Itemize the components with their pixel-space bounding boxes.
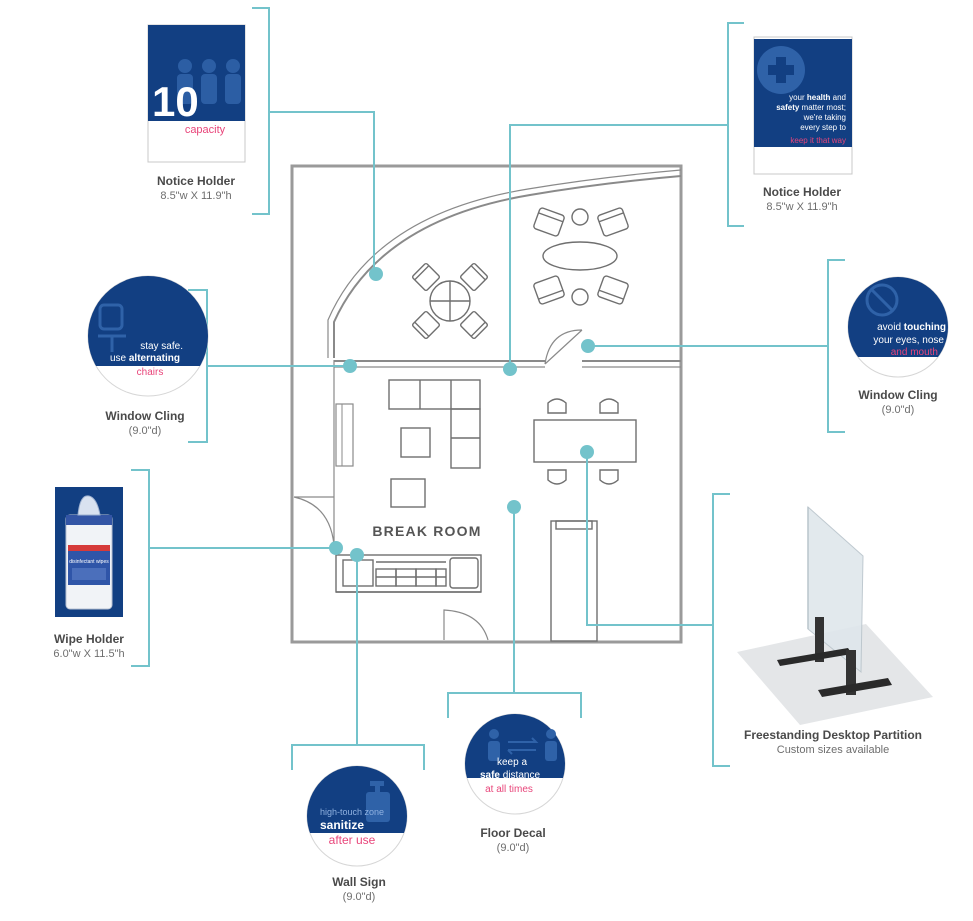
notice-right-line2b: matter most; [799, 103, 846, 112]
wipe-holder-title: Wipe Holder [54, 632, 124, 646]
callout-lines [131, 7, 845, 770]
curved-partition [333, 175, 682, 358]
notice-right-line4: every step to [800, 123, 846, 132]
distance-people-icon [488, 729, 557, 761]
window-cling-right-label: Window Cling (9.0"d) [838, 388, 958, 416]
notice-holder-right-label: Notice Holder 8.5"w X 11.9"h [742, 185, 862, 213]
cling-left-line2b: alternating [129, 353, 180, 364]
curved-partition-inner [327, 169, 682, 358]
window-cling-right-title: Window Cling [858, 388, 938, 402]
callout-dot-cling-right [581, 339, 595, 353]
notice-right-line1a: your [789, 93, 807, 102]
callout-dot-cling-left [343, 359, 357, 373]
door-swing-top [544, 329, 583, 365]
cling-right-line3: and mouth [891, 347, 938, 358]
tall-cabinet [550, 520, 598, 642]
door-swing-left [293, 496, 335, 546]
svg-text:your health and: your health and [789, 93, 846, 102]
people-icon [177, 59, 241, 104]
wipe-holder-label: Wipe Holder 6.0"w X 11.5"h [29, 632, 149, 660]
round-table-set [411, 262, 489, 340]
wall-sign-label: Wall Sign (9.0"d) [299, 875, 419, 903]
room-title: BREAK ROOM [372, 523, 482, 539]
wall-sign-line2: sanitize [320, 818, 364, 832]
outer-wall [290, 164, 683, 644]
callout-dot-wall-sign [350, 548, 364, 562]
floor-plan [290, 164, 683, 644]
wall-sign-line1: high-touch zone [320, 807, 384, 817]
floor-decal-title: Floor Decal [480, 826, 546, 840]
notice-holder-right-image: your health and safety matter most; we'r… [753, 36, 853, 175]
svg-text:safety matter most;: safety matter most; [776, 103, 846, 112]
window-cling-right-size: (9.0"d) [881, 404, 915, 416]
decal-line2b: distance [500, 770, 540, 781]
wipe-holder-size: 6.0"w X 11.5"h [53, 648, 125, 660]
window-cling-left-title: Window Cling [105, 409, 185, 423]
wipe-canister-label: disinfectant wipes [69, 559, 109, 565]
notice-right-line2a: safety [776, 103, 800, 112]
wall-sign-image: high-touch zone sanitize after use [306, 765, 408, 867]
floor-decal-size: (9.0"d) [496, 842, 530, 854]
window-cling-left-label: Window Cling (9.0"d) [85, 409, 205, 437]
notice-holder-left-label: Notice Holder 8.5"w X 11.9"h [136, 174, 256, 202]
wall-sign-line3: after use [329, 833, 376, 847]
wall-sign-size: (9.0"d) [342, 891, 376, 903]
callout-dot-floor-decal [507, 500, 521, 514]
notice-holder-right-title: Notice Holder [762, 185, 841, 199]
callout-dot-partition [580, 445, 594, 459]
floor-decal-image: keep a safe distance at all times [464, 713, 566, 815]
notice-right-line1b: health [807, 93, 831, 102]
decal-line1: keep a [497, 757, 527, 768]
callout-dot-wipe-holder [329, 541, 343, 555]
cling-right-line2: your eyes, nose [873, 335, 944, 346]
notice-holder-left-size: 8.5"w X 11.9"h [160, 190, 232, 202]
wipe-holder-image: disinfectant wipes [55, 487, 123, 617]
wall-sign-title: Wall Sign [332, 875, 386, 889]
cling-left-line1: stay safe. [140, 341, 183, 352]
floor-decal-label: Floor Decal (9.0"d) [453, 826, 573, 854]
window-cling-left-image: stay safe. use alternating chairs [87, 275, 209, 397]
capacity-text: capacity [185, 124, 226, 136]
sanitizer-pump-icon [366, 781, 390, 822]
cling-left-line2a: use [110, 353, 129, 364]
notice-holder-left-title: Notice Holder [156, 174, 235, 188]
cling-right-line1b: touching [904, 322, 946, 333]
lounge-set [533, 207, 629, 306]
dining-table-set [533, 398, 637, 485]
window-cling-left-size: (9.0"d) [128, 425, 162, 437]
notice-right-line1c: and [830, 93, 846, 102]
capacity-number: 10 [152, 78, 199, 125]
callout-dots [329, 267, 595, 562]
notice-right-line5: keep it that way [790, 136, 846, 145]
desktop-partition-size: Custom sizes available [776, 744, 890, 756]
notice-holder-left-image: 10 capacity [147, 24, 246, 163]
desktop-partition-title: Freestanding Desktop Partition [743, 728, 923, 742]
door-swing-bottom [443, 609, 489, 641]
svg-text:safe distance: safe distance [480, 770, 540, 781]
cling-left-line3: chairs [137, 367, 164, 378]
desktop-partition-image [737, 505, 933, 725]
cling-right-line1a: avoid [877, 322, 904, 333]
decal-line3: at all times [485, 784, 533, 795]
desktop-partition-label: Freestanding Desktop Partition Custom si… [728, 728, 938, 756]
callout-dot-notice-left [369, 267, 383, 281]
no-touch-hand-icon [865, 283, 899, 317]
sofa-set [388, 379, 481, 508]
svg-text:avoid touching: avoid touching [877, 322, 946, 333]
callout-dot-notice-right [503, 362, 517, 376]
office-chair-icon [98, 303, 126, 352]
notice-right-line3: we're taking [803, 113, 846, 122]
left-wall-cabinet [335, 403, 354, 467]
decal-line2a: safe [480, 770, 500, 781]
notice-holder-right-size: 8.5"w X 11.9"h [766, 201, 838, 213]
window-cling-right-image: avoid touching your eyes, nose and mouth [847, 276, 949, 378]
kitchen-counter [335, 554, 482, 593]
svg-text:use alternating: use alternating [110, 353, 180, 364]
